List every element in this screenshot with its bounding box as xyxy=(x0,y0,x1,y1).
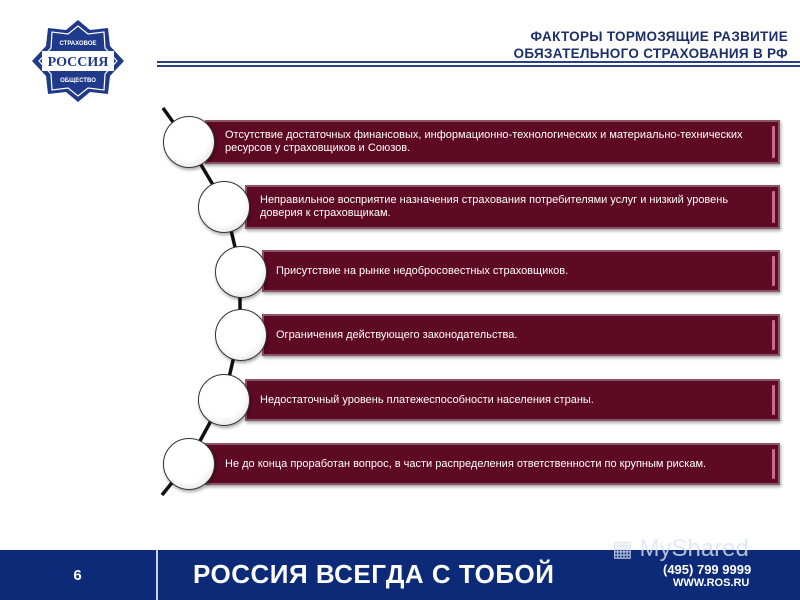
watermark: ▦ MyShared xyxy=(612,535,749,563)
page-title: ФАКТОРЫ ТОРМОЗЯЩИЕ РАЗВИТИЕ ОБЯЗАТЕЛЬНОГ… xyxy=(514,28,788,62)
footer-phone: (495) 799 9999 xyxy=(663,562,752,577)
factor-text-2: Неправильное восприятие назначения страх… xyxy=(260,194,729,219)
company-logo: РОССИЯ СТРАХОВОЕ ОБЩЕСТВО xyxy=(32,20,124,102)
footer-divider xyxy=(156,550,158,600)
factor-bullet-circle-2 xyxy=(198,181,250,233)
factor-item-6: Не до конца проработан вопрос, в части р… xyxy=(205,443,780,485)
factor-text-5: Недостаточный уровень платежеспособности… xyxy=(260,393,594,406)
factor-text-3: Присутствие на рынке недобросовестных ст… xyxy=(276,264,569,277)
title-divider-top xyxy=(157,61,800,63)
logo-bottom-text: ОБЩЕСТВО xyxy=(60,78,96,84)
logo-main-text: РОССИЯ xyxy=(48,55,109,70)
title-line-1: ФАКТОРЫ ТОРМОЗЯЩИЕ РАЗВИТИЕ xyxy=(530,29,788,44)
footer-website: WWW.ROS.RU xyxy=(673,577,750,589)
factor-text-1: Отсутствие достаточных финансовых, инфор… xyxy=(225,129,743,154)
factor-bullet-circle-5 xyxy=(198,374,250,426)
footer-slogan: РОССИЯ ВСЕГДА С ТОБОЙ xyxy=(193,559,555,589)
page-number: 6 xyxy=(73,566,82,584)
factor-bullet-circle-3 xyxy=(215,246,267,298)
factor-item-4: Ограничения действующего законодательств… xyxy=(262,314,780,356)
title-line-2: ОБЯЗАТЕЛЬНОГО СТРАХОВАНИЯ В РФ xyxy=(513,46,788,61)
factor-text-6: Не до конца проработан вопрос, в части р… xyxy=(225,457,707,470)
logo-top-text: СТРАХОВОЕ xyxy=(59,41,96,47)
footer-bar: 6 РОССИЯ ВСЕГДА С ТОБОЙ (495) 799 9999 W… xyxy=(0,550,800,600)
watermark-text: MyShared xyxy=(639,535,749,562)
factor-bullet-circle-6 xyxy=(163,438,215,490)
factor-item-1: Отсутствие достаточных финансовых, инфор… xyxy=(205,120,780,164)
factor-text-4: Ограничения действующего законодательств… xyxy=(276,328,518,341)
factor-item-2: Неправильное восприятие назначения страх… xyxy=(245,185,780,229)
factor-item-3: Присутствие на рынке недобросовестных ст… xyxy=(262,250,780,292)
presentation-board-icon: ▦ xyxy=(612,536,633,561)
title-divider-bottom xyxy=(157,65,800,67)
factor-bullet-circle-1 xyxy=(163,116,215,168)
factor-item-5: Недостаточный уровень платежеспособности… xyxy=(245,379,780,421)
factor-bullet-circle-4 xyxy=(215,309,267,361)
